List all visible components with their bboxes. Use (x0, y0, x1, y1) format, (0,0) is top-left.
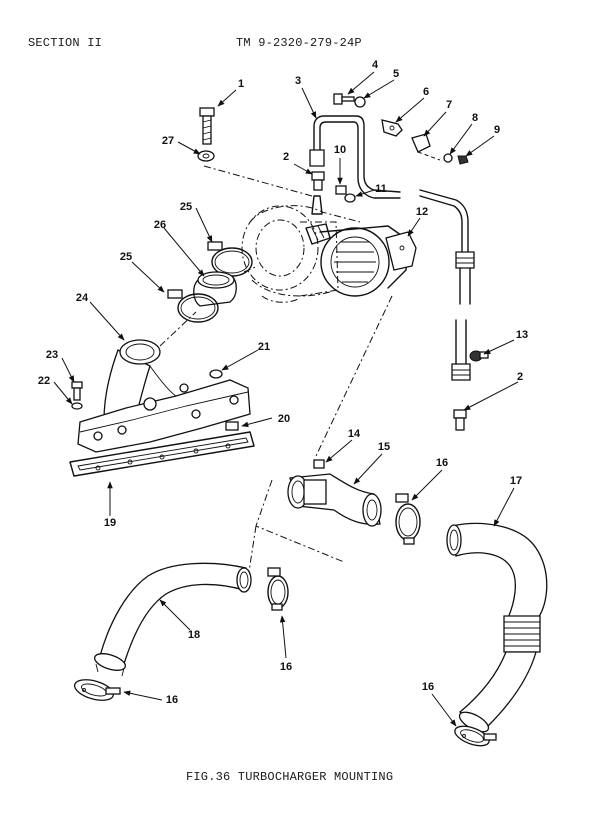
hose-26 (193, 271, 237, 307)
callout-20: 20 (278, 413, 290, 425)
fitting-14 (313, 459, 325, 469)
callout-10: 10 (334, 144, 346, 156)
callout-16-c: 16 (166, 694, 178, 706)
oil-drain-tube (451, 319, 471, 381)
exhaust-pipe-17 (446, 522, 548, 733)
exhaust-manifold (77, 339, 251, 453)
exhaust-elbow-15 (287, 473, 382, 527)
callout-13: 13 (516, 329, 528, 341)
vband-clamp-16-e (454, 725, 497, 747)
callout-14: 14 (348, 428, 361, 440)
callout-24: 24 (76, 292, 89, 304)
fitting-2-upper (311, 171, 325, 191)
callout-16-d: 16 (422, 681, 434, 693)
washer-27 (197, 150, 215, 162)
callout-5: 5 (393, 68, 399, 80)
callout-19: 19 (104, 517, 116, 529)
callout-16-b: 16 (280, 661, 292, 673)
tm-number: TM 9-2320-279-24P (236, 36, 362, 50)
callout-2-lower: 2 (517, 371, 523, 383)
clamp-25-upper (207, 241, 253, 277)
callout-8: 8 (472, 112, 478, 124)
clamp-25-lower (167, 289, 219, 323)
vband-clamp-16-c (73, 679, 121, 701)
vband-clamp-16-b (267, 567, 289, 611)
callout-9: 9 (494, 124, 500, 136)
washer-5 (354, 96, 366, 108)
callout-6: 6 (423, 86, 429, 98)
plug-21 (209, 369, 223, 379)
callout-1: 1 (238, 78, 244, 90)
callout-11: 11 (375, 183, 387, 195)
callout-27: 27 (162, 135, 174, 147)
callout-15: 15 (378, 441, 390, 453)
callout-7: 7 (446, 99, 452, 111)
callout-17: 17 (510, 475, 522, 487)
callout-4: 4 (372, 59, 379, 71)
exhaust-pipe-18 (93, 562, 252, 677)
bolt-1 (199, 107, 215, 145)
washer-22 (71, 402, 83, 410)
fitting-13 (469, 350, 489, 362)
fitting-2-lower (453, 409, 467, 431)
callout-26: 26 (154, 219, 166, 231)
callout-2-upper: 2 (283, 151, 289, 163)
bracket-7 (411, 133, 441, 161)
callout-3: 3 (295, 75, 301, 87)
washer-8 (443, 153, 453, 163)
turbocharger (241, 195, 417, 303)
callout-25-upper: 25 (180, 201, 192, 213)
bolt-4 (333, 93, 355, 105)
clamp-6 (381, 119, 403, 137)
callout-16-a: 16 (436, 457, 448, 469)
callout-labels: 1 2 3 4 5 6 7 8 9 10 11 12 13 2 14 15 16… (38, 59, 528, 706)
oil-supply-tube (309, 115, 475, 305)
callout-25-lower: 25 (120, 251, 132, 263)
callout-12: 12 (416, 206, 428, 218)
callout-23: 23 (46, 349, 58, 361)
fitting-20 (225, 421, 239, 431)
gasket-19 (69, 431, 255, 477)
nut-10 (335, 185, 347, 195)
bolt-23 (71, 381, 83, 401)
section-label: SECTION II (28, 36, 103, 50)
washer-11 (344, 193, 356, 203)
callout-leaders (53, 71, 519, 727)
callout-22: 22 (38, 375, 50, 387)
callout-21: 21 (258, 341, 270, 353)
vband-clamp-16-a (395, 493, 421, 545)
figure-caption: FIG.36 TURBOCHARGER MOUNTING (186, 770, 394, 784)
nut-9 (457, 155, 469, 165)
callout-18: 18 (188, 629, 200, 641)
